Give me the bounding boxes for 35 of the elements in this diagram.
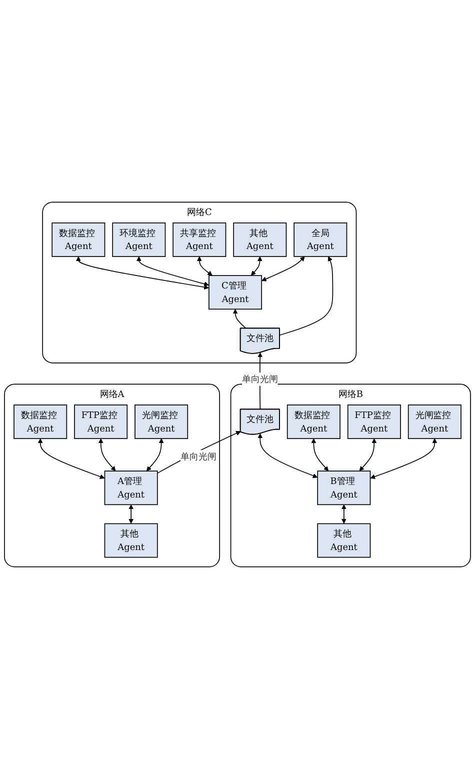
arrow <box>359 438 377 472</box>
node-box: 数据监控 Agent <box>52 222 106 257</box>
node-box: 其他 Agent <box>104 523 158 558</box>
edge-label: 单向光闸 <box>242 374 278 384</box>
arrow <box>250 256 262 276</box>
arrow <box>146 438 164 472</box>
node-box: 其他 Agent <box>317 523 371 558</box>
node-box: A管理 Agent <box>104 470 158 506</box>
arrow <box>232 308 247 329</box>
node-box: B管理 Agent <box>317 470 371 506</box>
node-box: 全局Agent <box>294 222 348 257</box>
node-box: C管理 Agent <box>208 275 262 310</box>
arrow <box>370 438 438 479</box>
node-box: 光闸监控 Agent <box>134 404 188 439</box>
node-box: 环境监控 Agent <box>112 222 166 257</box>
arrow <box>156 431 241 474</box>
node-box: 数据监控 Agent <box>14 404 68 439</box>
arrow <box>38 438 105 479</box>
node-box: 数据监控 Agent <box>286 404 340 439</box>
node-box: FTP监控 Agent <box>347 404 401 439</box>
arrow <box>98 438 116 472</box>
arrow <box>76 256 209 290</box>
arrow <box>311 438 329 472</box>
arrow <box>258 433 318 478</box>
arrow <box>136 256 209 286</box>
arrow <box>128 504 134 524</box>
node-box: 共享监控 Agent <box>172 222 226 257</box>
node-box: FTP监控 Agent <box>74 404 128 439</box>
arrow <box>341 504 346 524</box>
node-box: 其他 Agent <box>233 222 287 257</box>
edge-label: 单向光闸 <box>180 451 216 462</box>
arrow <box>196 256 212 276</box>
arrow <box>262 256 305 282</box>
arrow <box>279 256 334 336</box>
node-box: 光闸监控 Agent <box>408 404 462 439</box>
